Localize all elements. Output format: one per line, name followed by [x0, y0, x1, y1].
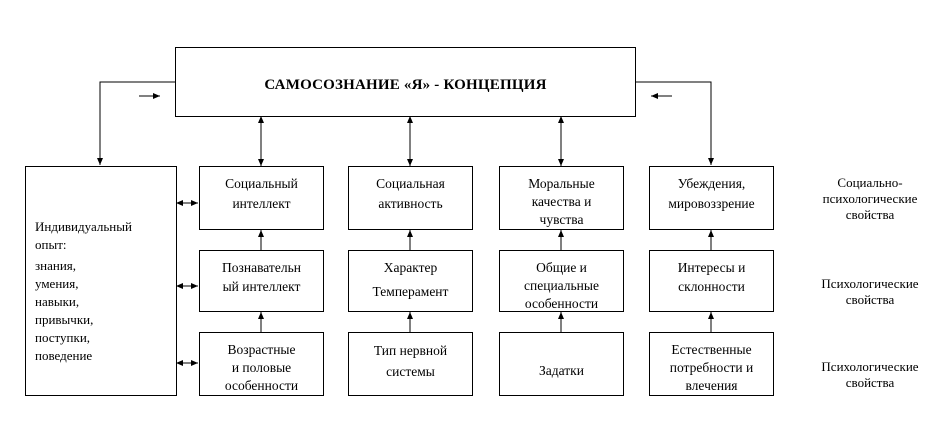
social-activity-box: Социальная активность [348, 166, 473, 230]
social-intellect-box: Социальный интеллект [199, 166, 324, 230]
interests-box: Интересы и склонности [649, 250, 774, 312]
experience-item: поступки, [35, 330, 91, 345]
experience-item: знания, [35, 258, 77, 273]
individual-experience-box: Индивидуальный опыт: знания, умения, нав… [25, 166, 177, 396]
experience-item: поведение [35, 348, 93, 363]
self-concept-title: САМОСОЗНАНИЕ «Я» - КОНЦЕПЦИЯ [264, 77, 547, 93]
experience-heading: Индивидуальный опыт: [35, 219, 132, 252]
inclinations-box: Задатки [499, 332, 624, 396]
nervous-system-type-box: Тип нервной системы [348, 332, 473, 396]
natural-needs-box: Естественные потребности и влечения [649, 332, 774, 396]
experience-item: привычки, [35, 312, 94, 327]
age-sex-features-box: Возрастные и половые особенности [199, 332, 324, 396]
self-concept-box: САМОСОЗНАНИЕ «Я» - КОНЦЕПЦИЯ [175, 47, 636, 117]
side-label-psychological: Психологические свойства [821, 276, 919, 307]
experience-item: умения, [35, 276, 79, 291]
side-label-social-psychological: Социально- психологические свойства [822, 175, 918, 222]
right-loop-arrow [636, 81, 714, 165]
cognitive-intellect-box: Познавательн ый интеллект [199, 250, 324, 312]
experience-item: навыки, [35, 294, 80, 309]
moral-qualities-box: Моральные качества и чувства [499, 166, 624, 230]
side-label-psychological-2: Психологические свойства [821, 359, 919, 390]
character-temperament-box: Характер Темперамент [348, 250, 473, 312]
beliefs-worldview-box: Убеждения, мировоззрение [649, 166, 774, 230]
left-loop-arrow [97, 81, 175, 165]
general-special-features-box: Общие и специальные особенности [499, 250, 624, 312]
